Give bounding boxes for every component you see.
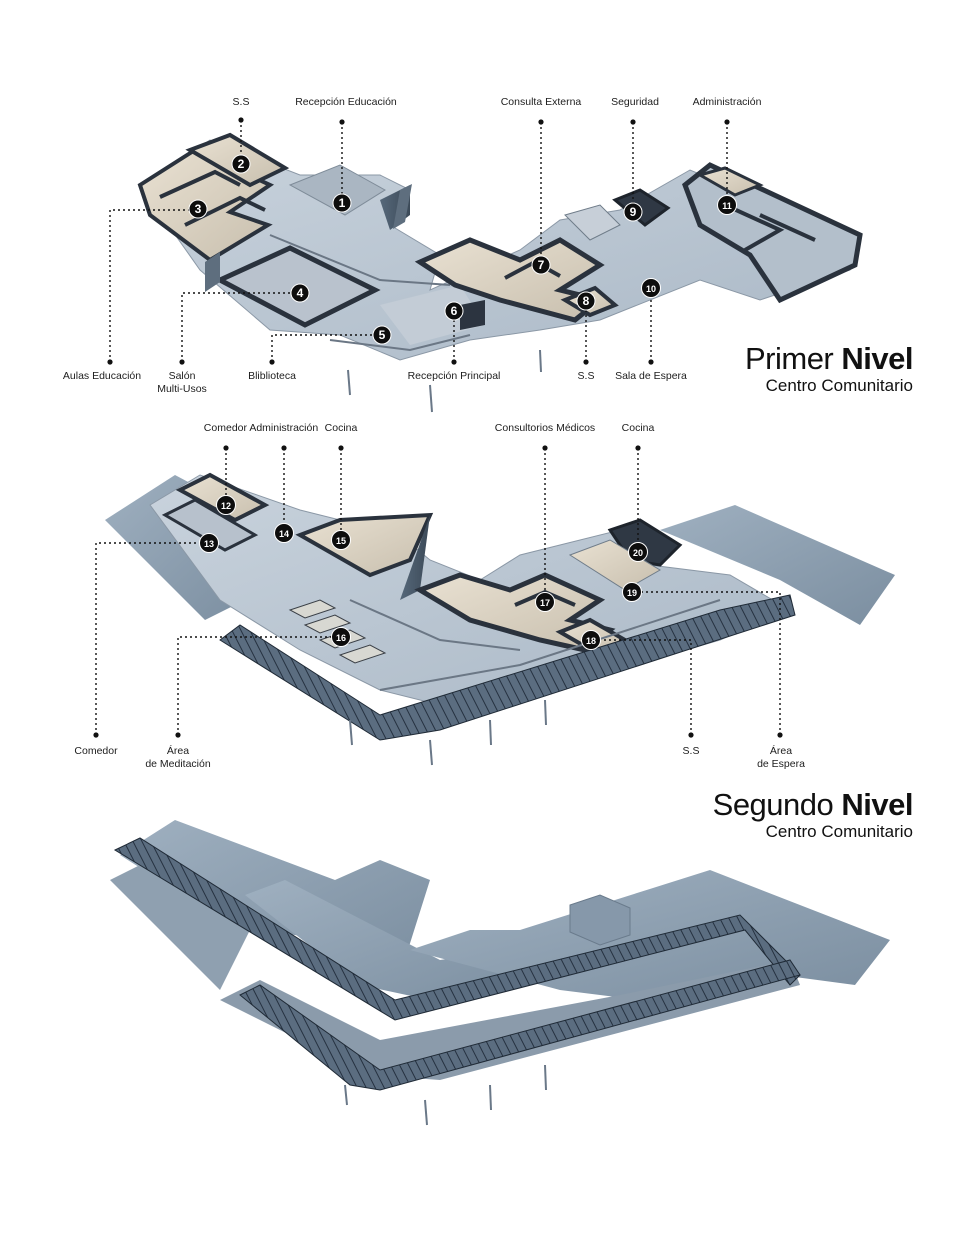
room-marker-label-13: 13 (204, 539, 214, 549)
room-marker-15: 15 (331, 530, 351, 550)
room-marker-label-17: 17 (540, 598, 550, 608)
label-cocina-left: Cocina (324, 422, 358, 434)
label-recepcion-educacion: Recepción Educación (295, 96, 397, 108)
room-marker-label-7: 7 (538, 258, 545, 272)
room-marker-4: 4 (290, 283, 310, 303)
room-marker-label-1: 1 (339, 196, 346, 210)
room-marker-label-14: 14 (279, 529, 289, 539)
room-marker-label-8: 8 (583, 294, 590, 308)
level1-consulta-externa (414, 237, 606, 323)
level2-title: Segundo Nivel Centro Comunitario (712, 787, 914, 842)
label-salon-multiusos: Salón Multi-Usos (157, 370, 207, 395)
room-marker-label-12: 12 (221, 501, 231, 511)
room-marker-6: 6 (444, 301, 464, 321)
label-area-espera: Área de Espera (757, 745, 805, 770)
label-comedor-administracion: Comedor Administración (203, 422, 319, 434)
room-marker-20: 20 (628, 542, 648, 562)
room-marker-11: 11 (717, 195, 737, 215)
label-administracion: Administración (692, 96, 762, 108)
level1-reception-principal (380, 285, 485, 345)
leader-lines (95, 120, 781, 735)
roof-grate-band-lower (239, 959, 801, 1091)
level2-title-light: Segundo (712, 787, 834, 822)
level2-walkway-grate (219, 594, 796, 741)
room-marker-19: 19 (622, 582, 642, 602)
room-marker-3: 3 (188, 199, 208, 219)
room-marker-1: 1 (332, 193, 352, 213)
level2-right-roof-plate (660, 505, 895, 625)
room-marker-9: 9 (623, 202, 643, 222)
label-aulas-educacion: Aulas Educación (62, 370, 142, 382)
room-marker-18: 18 (581, 630, 601, 650)
label-sala-espera: Sala de Espera (615, 370, 687, 382)
room-marker-label-18: 18 (586, 636, 596, 646)
room-marker-label-4: 4 (297, 286, 304, 300)
roof-plan (110, 820, 890, 1126)
label-ss-bottom: S.S (577, 370, 595, 382)
label-recepcion-principal: Recepción Principal (407, 370, 501, 382)
label-biblioteca: Bliblioteca (248, 370, 296, 382)
room-marker-label-9: 9 (630, 205, 637, 219)
level1-subtitle: Centro Comunitario (765, 376, 913, 395)
level2-kitchen-wedge (295, 512, 434, 578)
room-marker-label-6: 6 (451, 304, 458, 318)
roof-box (569, 894, 631, 946)
room-marker-label-20: 20 (633, 548, 643, 558)
level1-title: Primer Nivel Centro Comunitario (744, 341, 914, 396)
room-marker-2: 2 (231, 154, 251, 174)
level2-subtitle: Centro Comunitario (765, 822, 913, 841)
room-marker-5: 5 (372, 325, 392, 345)
room-marker-13: 13 (199, 533, 219, 553)
level1-title-bold: Nivel (841, 341, 913, 376)
room-marker-label-19: 19 (627, 588, 637, 598)
level2-title-bold: Nivel (841, 787, 913, 822)
room-marker-8: 8 (576, 291, 596, 311)
room-marker-label-11: 11 (722, 201, 732, 211)
room-marker-17: 17 (535, 592, 555, 612)
room-marker-10: 10 (641, 278, 661, 298)
label-ss-top: S.S (232, 96, 250, 108)
level1-reception-education-block (288, 164, 386, 216)
roof-lower-slab (220, 960, 800, 1080)
room-marker-12: 12 (216, 495, 236, 515)
room-marker-label-3: 3 (195, 202, 202, 216)
roof-left-lower-slab (110, 865, 250, 990)
room-marker-label-16: 16 (336, 633, 346, 643)
label-ss-level2: S.S (682, 745, 700, 757)
label-area-meditacion: Área de Meditación (145, 745, 211, 770)
room-marker-16: 16 (331, 627, 351, 647)
level2-plan (105, 472, 895, 766)
level1-title-text: Primer Nivel (744, 341, 914, 376)
level1-title-light: Primer (744, 341, 834, 376)
room-marker-label-10: 10 (646, 284, 656, 294)
room-marker-label-15: 15 (336, 536, 346, 546)
room-marker-label-5: 5 (379, 328, 386, 342)
level2-title-text: Segundo Nivel (712, 787, 914, 822)
leader-end-dots (93, 117, 783, 738)
label-consultorios-medicos: Consultorios Médicos (494, 422, 596, 434)
room-marker-7: 7 (531, 255, 551, 275)
label-comedor: Comedor (74, 745, 118, 757)
label-consulta-externa: Consulta Externa (500, 96, 582, 108)
room-marker-label-2: 2 (238, 157, 245, 171)
label-cocina-right: Cocina (621, 422, 655, 434)
label-seguridad: Seguridad (611, 96, 659, 108)
room-marker-14: 14 (274, 523, 294, 543)
roof-middle-slab (245, 880, 560, 1000)
